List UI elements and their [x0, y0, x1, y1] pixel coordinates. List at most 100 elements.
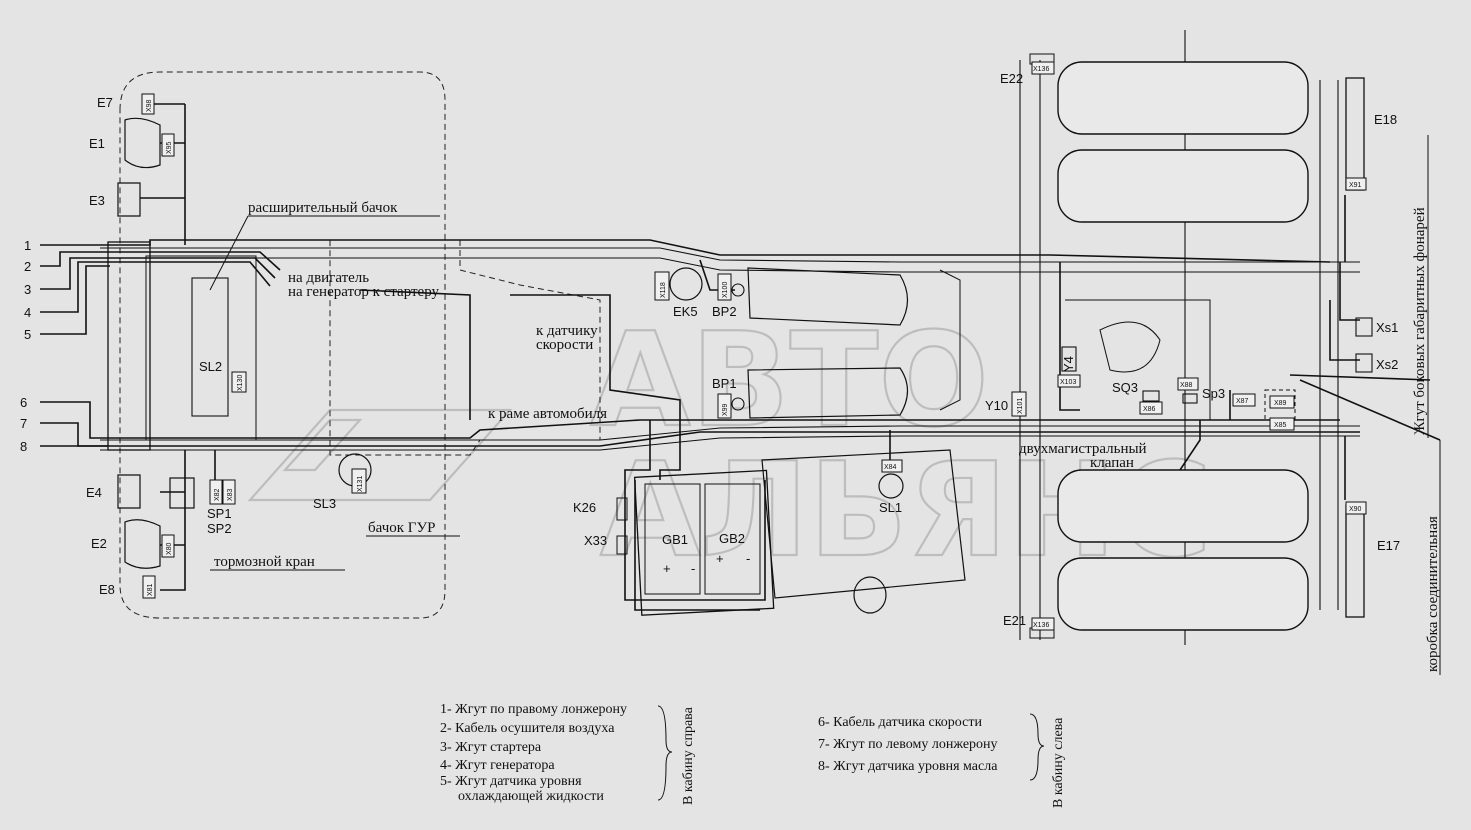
battery-plus-1: +: [663, 561, 671, 576]
legend-left-group: В кабину справа: [681, 706, 696, 805]
battery-minus-2: -: [746, 551, 750, 566]
label-e18: E18: [1374, 112, 1397, 127]
connector-x98: X98: [146, 99, 153, 112]
label-e4: E4: [86, 485, 102, 500]
connector-x85: X85: [1274, 422, 1287, 429]
wire-number-2: 2: [24, 259, 31, 274]
connector-x136-bottom: X136: [1033, 622, 1049, 629]
legend-left-1: 1- Жгут по правому лонжерону: [440, 702, 627, 717]
label-e3: E3: [89, 193, 105, 208]
battery-minus-1: -: [691, 561, 695, 576]
annotation-junction-box: коробка соединительная: [1425, 516, 1441, 672]
tyres: [1029, 53, 1365, 639]
label-sp3: Sp3: [1202, 386, 1225, 401]
engine-outline: [329, 239, 601, 456]
label-sl3: SL3: [313, 496, 336, 511]
legend-left-2: 2- Кабель осушителя воздуха: [440, 721, 615, 736]
wire-number-7: 7: [20, 416, 27, 431]
annotation-expansion-tank: расширительный бачок: [248, 200, 398, 216]
annotation-brake-valve: тормозной кран: [214, 554, 315, 570]
connector-x99: X99: [722, 403, 729, 416]
annotation-dual-valve-1: двухмагистральный: [1019, 441, 1147, 457]
label-e2: E2: [91, 536, 107, 551]
legend: 1- Жгут по правому лонжерону 2- Кабель о…: [440, 702, 1066, 808]
label-xs1: Xs1: [1376, 320, 1398, 335]
harness-top: [40, 103, 1331, 335]
connector-x103: X103: [1060, 379, 1076, 386]
annotation-dual-valve-2: клапан: [1090, 455, 1134, 471]
legend-right-2: 7- Жгут по левому лонжерону: [818, 737, 998, 752]
annotation-to-generator: на генератор к стартеру: [288, 284, 440, 300]
label-e22: E22: [1000, 71, 1023, 86]
connector-x136-top: X136: [1033, 66, 1049, 73]
label-xs2: Xs2: [1376, 357, 1398, 372]
wire-number-5: 5: [24, 327, 31, 342]
wire-number-4: 4: [24, 305, 31, 320]
label-e21: E21: [1003, 613, 1026, 628]
label-gb1: GB1: [662, 532, 688, 547]
label-e1: E1: [89, 136, 105, 151]
wire-number-8: 8: [20, 439, 27, 454]
wire-number-3: 3: [24, 282, 31, 297]
connector-x130: X130: [237, 375, 244, 391]
annotation-speed-sensor-1: к датчику: [536, 323, 598, 339]
connector-x91: X91: [1349, 182, 1362, 189]
legend-right-group: В кабину слева: [1051, 717, 1066, 808]
connector-x95: X95: [166, 141, 173, 154]
legend-left-5: 5- Жгут датчика уровня: [440, 774, 582, 789]
annotation-gur-tank: бачок ГУР: [368, 520, 435, 536]
label-sl1: SL1: [879, 500, 902, 515]
harness-bottom: [40, 195, 1441, 611]
label-bp1: BP1: [712, 376, 737, 391]
connector-x101: X101: [1017, 398, 1024, 414]
annotation-side-harness: Жгут боковых габаритных фонарей: [1412, 207, 1428, 435]
label-k26: K26: [573, 500, 596, 515]
legend-left-3: 3- Жгут стартера: [440, 740, 542, 755]
connector-x87: X87: [1236, 398, 1249, 405]
annotation-to-frame: к раме автомобиля: [488, 406, 607, 422]
label-y4: Y4: [1061, 356, 1076, 372]
connector-x100: X100: [722, 282, 729, 298]
legend-right-3: 8- Жгут датчика уровня масла: [818, 759, 998, 774]
connector-x131: X131: [357, 476, 364, 492]
annotation-to-engine: на двигатель: [288, 270, 369, 286]
wire-number-1: 1: [24, 238, 31, 253]
frame: [100, 30, 1360, 645]
connector-x84: X84: [884, 464, 897, 471]
label-y10: Y10: [985, 398, 1008, 413]
label-ek5: EK5: [673, 304, 698, 319]
label-gb2: GB2: [719, 531, 745, 546]
label-x33: X33: [584, 533, 607, 548]
label-e8: E8: [99, 582, 115, 597]
component-labels: E7 E1 E3 E4 E2 E8 SL2 SL3 SL1 SP1 SP2 EK…: [86, 71, 1400, 628]
cab-lamps: [117, 117, 1441, 675]
cab-outline: [119, 71, 446, 619]
label-bp2: BP2: [712, 304, 737, 319]
label-sl2: SL2: [199, 359, 222, 374]
connector-x88: X88: [1180, 382, 1193, 389]
connector-x86: X86: [1143, 406, 1156, 413]
connector-x80: X80: [166, 542, 173, 555]
legend-left-4: 4- Жгут генератора: [440, 758, 555, 773]
battery-plus-2: +: [716, 551, 724, 566]
annotation-speed-sensor-2: скорости: [536, 337, 593, 353]
connector-x81: X81: [147, 583, 154, 596]
label-e17: E17: [1377, 538, 1400, 553]
connector-x118: X118: [660, 282, 667, 298]
annotations: расширительный бачок на двигатель на ген…: [209, 200, 1441, 672]
wire-number-6: 6: [20, 395, 27, 410]
chassis-parts: [191, 267, 1211, 616]
connector-x82: X82: [214, 488, 221, 501]
connector-x83: X83: [227, 488, 234, 501]
connector-x90: X90: [1349, 506, 1362, 513]
label-e7: E7: [97, 95, 113, 110]
label-sq3: SQ3: [1112, 380, 1138, 395]
connector-boxes: X98 X95 X130 X82 X83 X131 X80 X81 X118 X…: [141, 61, 1367, 631]
label-sp1: SP1: [207, 506, 232, 521]
label-sp2: SP2: [207, 521, 232, 536]
wire-numbers: 1 2 3 4 5 6 7 8: [20, 238, 31, 454]
connector-x89: X89: [1274, 400, 1287, 407]
legend-left-6: охлаждающей жидкости: [458, 789, 604, 804]
